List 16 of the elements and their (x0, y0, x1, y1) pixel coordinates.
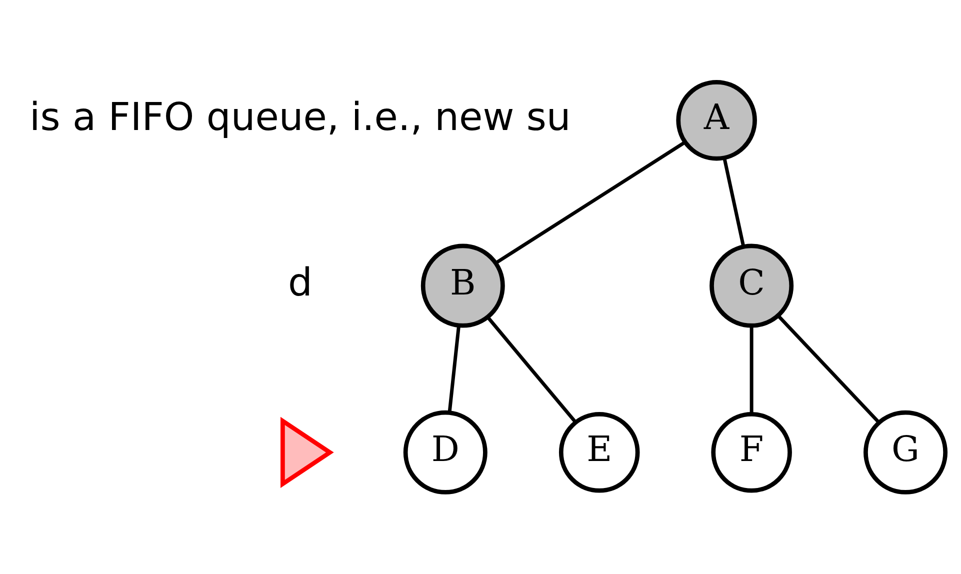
label: is a FIFO queue, i.e., new su (30, 95, 571, 140)
node-circle: E (558, 412, 640, 493)
connector (777, 314, 880, 424)
connector (750, 325, 754, 414)
connector (448, 325, 461, 414)
connector (722, 158, 746, 247)
connector (486, 316, 577, 424)
node-circle: F (711, 412, 792, 493)
node-triangle (280, 416, 334, 488)
node-circle: B (420, 244, 505, 328)
node-circle: G (864, 410, 948, 494)
node-circle: A (676, 80, 757, 161)
node-circle: D (403, 410, 488, 494)
node-circle: C (710, 244, 794, 328)
label: d (288, 260, 312, 306)
connector (494, 140, 686, 265)
